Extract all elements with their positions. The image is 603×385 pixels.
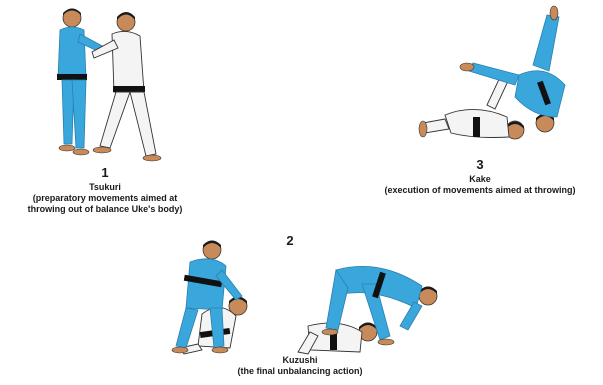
step-2-caption: Kuzushi (the final unbalancing action) [210,355,390,377]
kuzushi-pair-left [172,241,247,355]
tsukuri-illustration [40,4,170,164]
step-2-name: Kuzushi [210,355,390,366]
step-3-name: Kake [360,174,600,185]
white-judoka [92,12,161,161]
step-3-description: (execution of movements aimed at throwin… [360,185,600,196]
step-1-description-line-1: (preparatory movements aimed at [10,193,200,204]
step-2-description: (the final unbalancing action) [210,366,390,377]
step-3-caption: 3 Kake (execution of movements aimed at … [360,157,600,196]
step-1-description-line-2: throwing out of balance Uke's body) [10,204,200,215]
step-1-name: Tsukuri [10,182,200,193]
step-1-caption: 1 Tsukuri (preparatory movements aimed a… [10,165,200,215]
blue-judoka [57,9,106,156]
step-1-number: 1 [10,165,200,180]
step-3-number: 3 [360,157,600,172]
white-judoka [419,75,524,139]
kuzushi-pair-right [298,266,437,354]
kuzushi-illustration [150,236,450,356]
kake-illustration [415,5,595,150]
